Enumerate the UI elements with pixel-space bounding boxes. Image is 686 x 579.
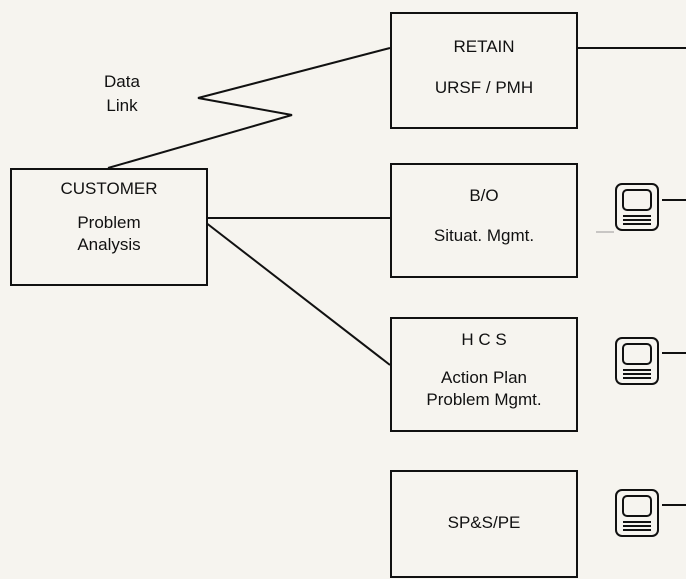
computer-terminal-icon-graphic — [615, 337, 659, 385]
hcs-title: H C S — [461, 330, 507, 349]
customer-line2: Analysis — [77, 235, 141, 254]
hcs-box: H C S Action Plan Problem Mgmt. — [390, 317, 578, 432]
hcs-line2: Problem Mgmt. — [426, 390, 542, 409]
data-link-label-line2: Link — [106, 96, 138, 115]
retain-title: RETAIN — [453, 37, 515, 56]
customer-box: CUSTOMER Problem Analysis — [10, 168, 208, 286]
customer-line1: Problem — [77, 213, 141, 232]
spse-title: SP&S/PE — [447, 513, 521, 532]
customer-to-hcs-line — [204, 221, 391, 366]
spse-box: SP&S/PE — [390, 470, 578, 578]
retain-line1: URSF / PMH — [434, 78, 534, 97]
data-link-connector — [107, 47, 391, 169]
data-link-label-line1: Data — [104, 72, 140, 91]
hcs-line1: Action Plan — [441, 368, 527, 387]
computer-terminal-icon — [614, 336, 660, 386]
retain-box: RETAIN URSF / PMH — [390, 12, 578, 129]
bo-title: B/O — [469, 186, 499, 205]
computer-terminal-icon-graphic — [615, 489, 659, 537]
computer-terminal-icon-graphic — [615, 183, 659, 231]
customer-title: CUSTOMER — [60, 179, 158, 198]
bo-box: B/O Situat. Mgmt. — [390, 163, 578, 278]
computer-terminal-icon — [614, 488, 660, 538]
data-link-label: Data Link — [92, 70, 152, 118]
computer-terminal-icon — [614, 182, 660, 232]
bo-line1: Situat. Mgmt. — [433, 226, 535, 245]
